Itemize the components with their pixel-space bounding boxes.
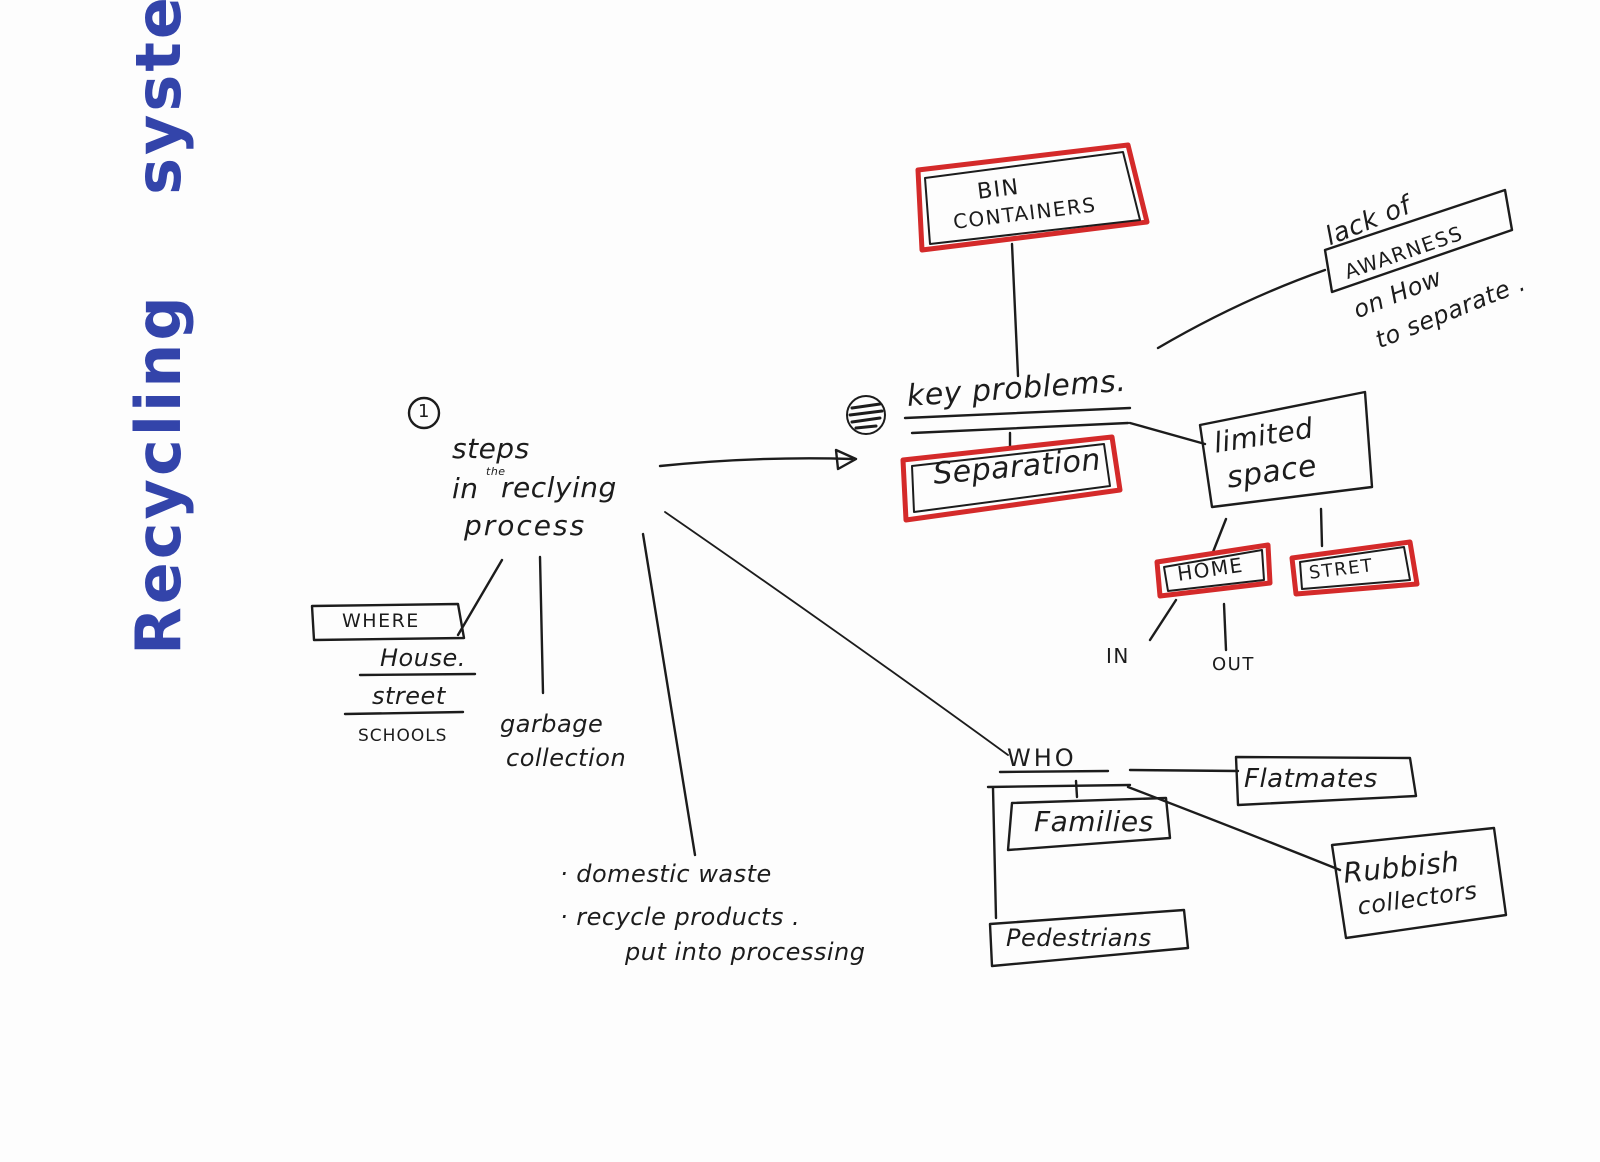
bin-containers-box [924, 151, 1141, 245]
link-steps-where [456, 558, 504, 637]
link-limited-home [1211, 517, 1228, 554]
out-label: OUT [1212, 654, 1255, 675]
awareness-box [1323, 188, 1514, 294]
processing-item: put into processing [625, 938, 866, 966]
link-who-rubbish [1126, 785, 1342, 872]
garbage-line-1: garbage [500, 710, 604, 738]
schools-item: SCHOOLS [358, 726, 448, 746]
street-item: street [372, 682, 446, 710]
where-label: WHERE [342, 610, 420, 632]
domestic-waste-item: · domestic waste [560, 860, 772, 888]
flatmates-label: Flatmates [1244, 764, 1378, 794]
steps-line-3: process [464, 509, 587, 542]
street-box [1299, 546, 1411, 590]
link-key-problems-awareness [1156, 268, 1327, 350]
step-number-circle [407, 396, 441, 430]
pedestrians-label: Pedestrians [1006, 924, 1152, 952]
house-item: House. [380, 644, 466, 672]
link-steps-who [664, 511, 1009, 756]
steps-line-2-reclying: reclying [501, 471, 617, 504]
key-problems-marker [846, 395, 886, 435]
families-label: Families [1034, 805, 1154, 838]
garbage-line-2: collection [506, 744, 627, 772]
link-steps-domestic [641, 532, 697, 857]
street-underline [343, 710, 465, 716]
link-home-in [1148, 598, 1178, 642]
link-steps-garbage [538, 555, 545, 695]
link-home-out [1222, 602, 1228, 652]
steps-line-2-the: the [486, 465, 506, 478]
separation-highlight [900, 434, 1123, 523]
bin-containers-highlight [915, 142, 1150, 253]
in-label: IN [1106, 644, 1130, 668]
who-tick [1074, 779, 1079, 799]
who-bracket [991, 786, 998, 920]
key-problems-underline-1 [903, 406, 1132, 420]
link-key-problems-bin [1010, 242, 1020, 378]
steps-line-1: steps [452, 432, 530, 465]
flatmates-box [1234, 755, 1418, 807]
key-problems-underline-2 [910, 421, 1130, 435]
bin-label: BIN [975, 174, 1022, 205]
separation-box [911, 443, 1111, 513]
key-problems-marker-scribble [848, 402, 884, 430]
arrowhead [834, 448, 858, 471]
street-highlight [1289, 539, 1420, 597]
pedestrians-box [988, 908, 1190, 968]
arrow-steps-to-key-problems [658, 457, 854, 468]
recycle-products-item: · recycle products . [560, 903, 801, 931]
home-box [1163, 549, 1265, 592]
page-title: Recycling systems [122, 0, 195, 655]
step-number: 1 [418, 401, 430, 422]
steps-line-2-in: in [452, 472, 479, 505]
families-box [1006, 796, 1172, 852]
who-underline-1 [998, 769, 1110, 774]
link-who-flatmates [1128, 768, 1240, 773]
link-limited-street [1319, 507, 1324, 548]
who-underline-2 [986, 783, 1132, 789]
house-underline [358, 672, 477, 677]
where-box [310, 602, 466, 642]
who-label: WHO [1007, 744, 1077, 772]
home-highlight [1154, 542, 1273, 599]
link-key-problems-limited-space [1128, 421, 1207, 446]
rubbish-box [1330, 826, 1508, 940]
limited-space-box [1198, 390, 1374, 509]
